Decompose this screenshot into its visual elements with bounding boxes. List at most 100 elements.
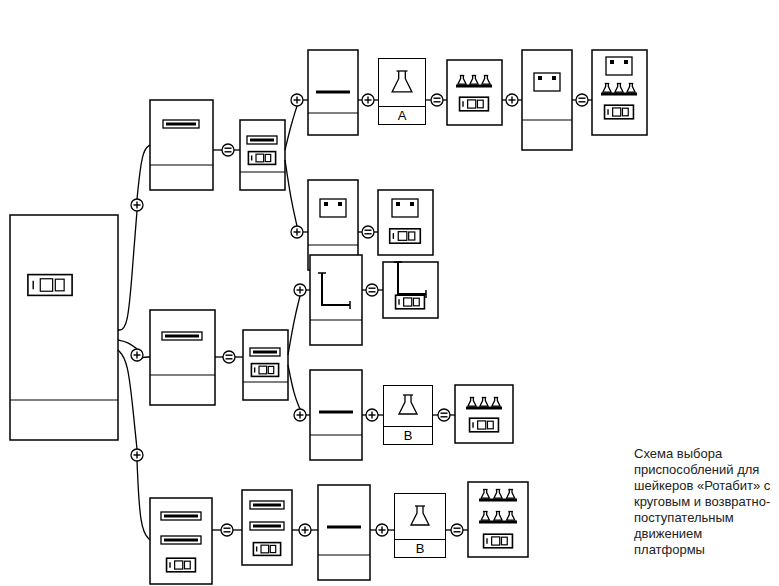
plus-symbol <box>366 409 378 421</box>
platform-bar <box>327 526 361 529</box>
flask-rim <box>617 83 622 84</box>
icon-box <box>240 120 285 190</box>
accessory-mark <box>552 76 556 80</box>
plus-stroke <box>136 202 137 209</box>
clamp-icon <box>398 262 426 294</box>
platform-bar <box>316 91 350 94</box>
platform-bar <box>164 539 198 542</box>
knob <box>55 279 64 291</box>
flask-icon <box>507 490 515 499</box>
switch <box>256 546 257 551</box>
plus-stroke <box>304 527 305 534</box>
equals-stroke <box>365 229 372 230</box>
figure-caption: Схема выбора приспособлений для шейкеров… <box>634 446 774 558</box>
plus-stroke <box>299 287 300 294</box>
clamp-icon <box>322 273 350 305</box>
shaker-body <box>253 543 280 556</box>
clamp-icon <box>318 272 326 274</box>
icon-box <box>10 215 118 440</box>
icon-box <box>310 255 362 345</box>
knob <box>268 366 273 373</box>
knob <box>477 100 483 108</box>
equals-stroke <box>369 288 376 289</box>
flask-icon <box>482 76 490 85</box>
plus-stroke <box>367 97 368 104</box>
accessory-box <box>534 73 560 91</box>
display <box>40 279 52 291</box>
accessory-mark <box>324 202 328 206</box>
platform-bar <box>456 85 492 88</box>
platform-bar <box>253 351 277 354</box>
platform-bar <box>250 139 274 142</box>
plus-stroke <box>296 97 297 104</box>
platform-bar <box>253 504 281 507</box>
equals-stroke <box>579 97 586 98</box>
display <box>398 232 407 241</box>
icon-box <box>447 60 502 125</box>
platform-bar <box>165 335 199 338</box>
shaker-body <box>484 534 513 548</box>
equals-symbol <box>221 524 233 536</box>
equals-stroke <box>226 355 233 356</box>
equals-stroke <box>225 147 232 148</box>
box-strip <box>240 171 285 172</box>
box-strip <box>310 319 362 320</box>
shaker-body <box>251 364 278 377</box>
flask-rim <box>508 511 513 512</box>
knob <box>409 232 415 240</box>
switch <box>251 155 252 160</box>
equals-symbol <box>576 94 588 106</box>
display <box>259 366 267 374</box>
flask-rim <box>496 511 501 512</box>
switch <box>254 367 255 372</box>
plus-stroke <box>136 452 137 459</box>
plus-stroke <box>299 412 300 419</box>
flask-icon <box>481 490 489 499</box>
accessory-box <box>606 57 632 75</box>
switch <box>472 422 473 427</box>
plus-symbol <box>299 524 311 536</box>
branch-line <box>288 365 300 409</box>
plus-symbol <box>291 226 303 238</box>
flask-icon <box>494 490 502 499</box>
switch <box>462 101 463 106</box>
icon-box <box>310 370 362 460</box>
display <box>256 154 264 162</box>
box-strip <box>150 374 215 375</box>
platform-tray <box>161 536 201 544</box>
flask-icon <box>458 76 466 85</box>
plus-symbol <box>131 199 143 211</box>
plus-stroke <box>296 229 297 236</box>
icon-box <box>383 262 438 318</box>
icon-box <box>455 385 513 443</box>
platform-tray <box>163 120 199 128</box>
display <box>492 537 500 545</box>
accessory-mark <box>538 76 542 80</box>
branch-line <box>137 461 150 540</box>
shaker-body <box>470 418 499 432</box>
icon-box <box>242 490 292 565</box>
shaker-body <box>248 152 275 165</box>
display <box>404 298 412 306</box>
accessory-mark <box>396 202 400 206</box>
plus-symbol <box>131 349 143 361</box>
plus-stroke <box>381 527 382 534</box>
box-strip <box>10 399 118 400</box>
knob <box>184 561 190 569</box>
flask-rim <box>397 70 408 71</box>
flask-icon <box>492 398 500 407</box>
equals-symbol <box>223 351 235 363</box>
switch <box>393 233 394 239</box>
branch-line <box>285 106 297 150</box>
box-strip <box>308 244 358 245</box>
box-strip <box>243 381 288 382</box>
branch-line <box>137 145 150 199</box>
platform-bar <box>601 93 637 96</box>
clamp-icon <box>394 261 402 263</box>
platform-tray <box>250 522 284 530</box>
shaker-body <box>605 105 634 119</box>
equals-symbol <box>362 226 374 238</box>
flask-rim <box>494 397 499 398</box>
box-strip <box>318 554 370 555</box>
flask-rim <box>508 489 513 490</box>
